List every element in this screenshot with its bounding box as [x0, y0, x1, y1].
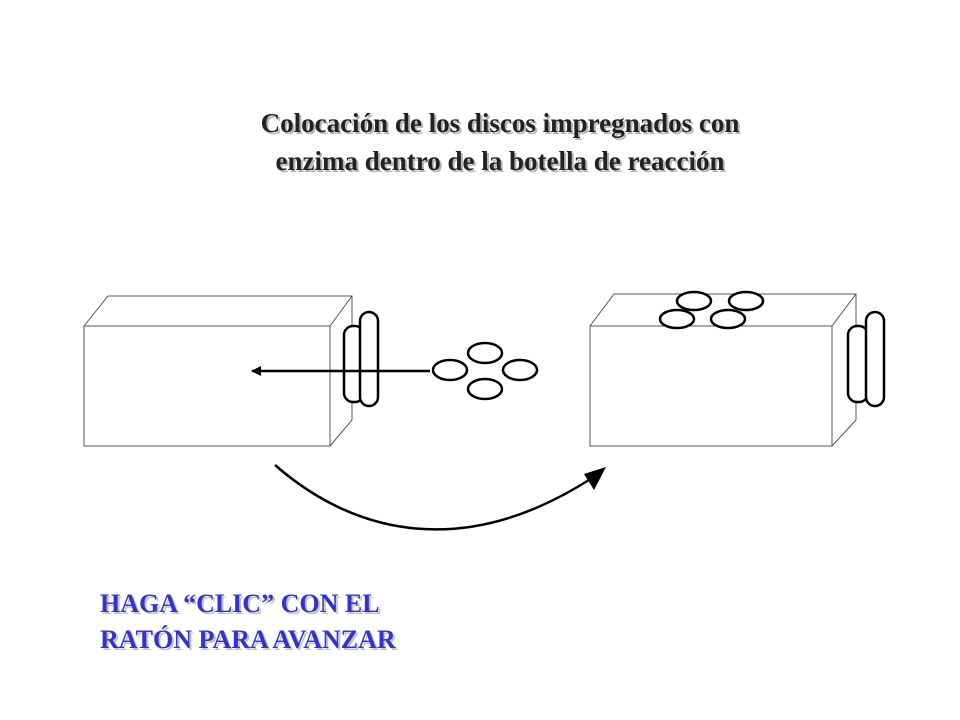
curved-arrow-icon — [274, 464, 593, 531]
enzyme-discs-loose — [431, 341, 539, 401]
enzyme-disc — [431, 358, 469, 382]
title-line-2: enzima dentro de la botella de reacción — [275, 146, 725, 176]
enzyme-disc — [466, 341, 504, 365]
reaction-bottle-left — [83, 295, 353, 447]
advance-prompt[interactable]: HAGA “CLIC” CON EL RATÓN PARA AVANZAR — [100, 586, 396, 658]
curved-arrow-head — [584, 467, 606, 490]
enzyme-disc — [727, 290, 765, 312]
enzyme-disc — [658, 308, 696, 330]
enzyme-disc — [709, 308, 747, 330]
title-line-1: Colocación de los discos impregnados con — [260, 108, 740, 138]
slide-title: Colocación de los discos impregnados con… — [120, 104, 880, 180]
enzyme-disc — [466, 377, 504, 401]
bottle-cap-left — [342, 310, 380, 408]
advance-line-2: RATÓN PARA AVANZAR — [100, 625, 396, 654]
advance-line-1: HAGA “CLIC” CON EL — [100, 589, 380, 618]
enzyme-disc — [675, 290, 713, 312]
bottle-cap-right — [846, 310, 886, 408]
reaction-bottle-right — [589, 293, 857, 447]
enzyme-disc — [501, 358, 539, 382]
enzyme-discs-in-bottle — [658, 290, 765, 330]
